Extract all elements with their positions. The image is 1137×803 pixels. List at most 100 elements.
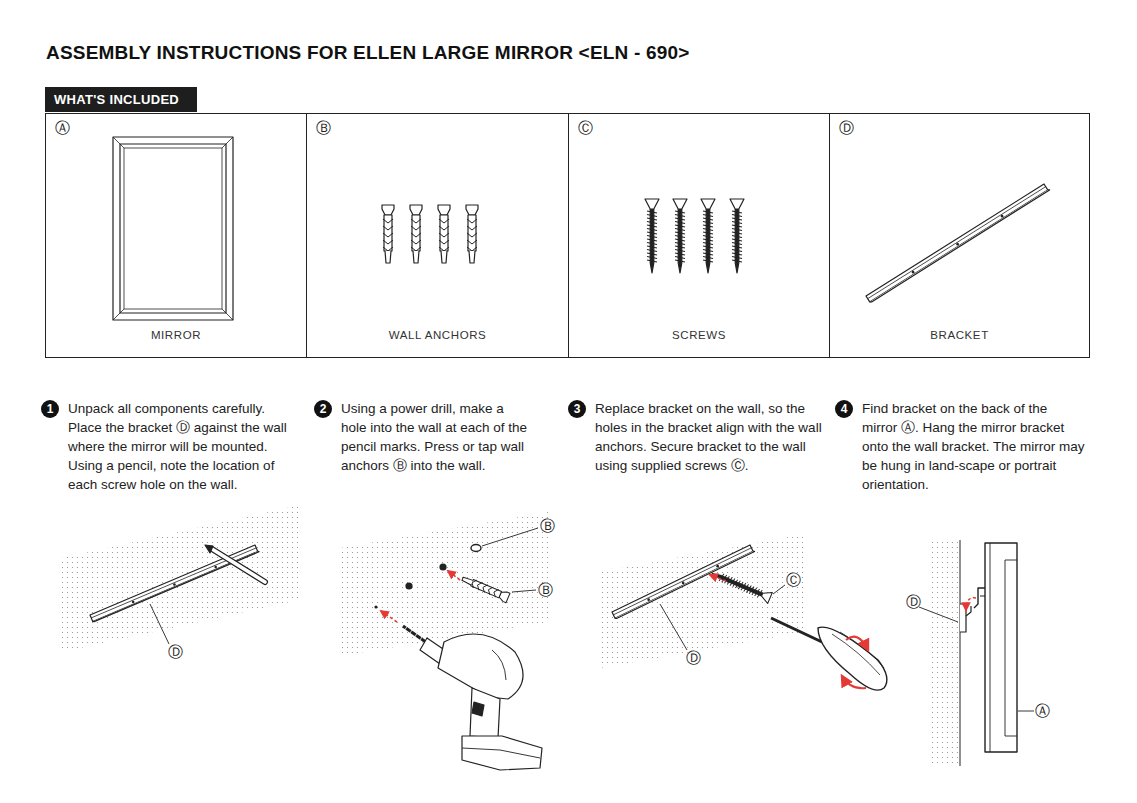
screwdriver-grip: [832, 634, 880, 675]
anchor-rib: [439, 219, 449, 223]
screw-thread: [675, 218, 685, 220]
wall-anchor: [438, 205, 450, 263]
leader-line: [1018, 711, 1034, 712]
parts-cell: ⒶMIRROR: [45, 113, 307, 358]
anchor-rib: [411, 226, 421, 230]
part-name: MIRROR: [46, 329, 306, 341]
screw-thread: [703, 246, 713, 248]
step-number: 3: [568, 400, 586, 418]
anchor-rib: [383, 247, 393, 251]
screw-thread: [647, 218, 657, 220]
anchor-tip: [469, 251, 475, 263]
pencil-mark: [374, 605, 377, 608]
drill-battery: [462, 736, 542, 770]
screw-head: [673, 199, 687, 209]
anchor-rib: [467, 247, 477, 251]
wall-anchor: [382, 205, 394, 263]
bracket-hole: [173, 583, 176, 586]
wall-anchor: [410, 205, 422, 263]
screw-thread: [732, 250, 742, 252]
anchor-tip: [441, 251, 447, 263]
mirror-bracket: [980, 596, 985, 597]
leader-line: [482, 528, 538, 546]
screw-thread: [647, 243, 657, 245]
step-number: 1: [41, 400, 59, 418]
part-name: SCREWS: [569, 329, 829, 341]
parts-cell: ⒷWALL ANCHORS: [306, 113, 569, 358]
parts-cell: ⒹBRACKET: [829, 113, 1090, 358]
screw-thread: [732, 211, 742, 213]
screw-thread: [732, 215, 742, 217]
bracket: [90, 545, 259, 622]
screw-thread: [647, 225, 657, 227]
anchor-rib: [383, 233, 393, 237]
drill-bit-flute: [419, 636, 423, 642]
step-block: 4Find bracket on the back of the mirror …: [835, 399, 1085, 494]
pencil-tip: [205, 545, 213, 553]
mirror-glass: [124, 148, 222, 309]
anchor-tip: [462, 576, 473, 585]
wall-texture: [340, 512, 548, 656]
anchor-rib: [439, 240, 449, 244]
step-number: 4: [835, 400, 853, 418]
screw-thread: [675, 232, 685, 234]
bracket-hole: [716, 565, 719, 568]
wall-texture: [600, 534, 805, 668]
anchor-tip: [413, 251, 419, 263]
screw-thread: [703, 229, 713, 231]
anchor-rib: [383, 226, 393, 230]
motion-arrow: [381, 611, 397, 622]
bracket-rail: [866, 184, 1048, 302]
callout-letter: Ⓓ: [906, 595, 921, 610]
bracket-lip: [870, 190, 1050, 302]
motion-arrow: [710, 575, 726, 581]
motion-arrow: [448, 571, 460, 580]
screw-thread: [703, 222, 713, 224]
drill-body-line: [492, 650, 506, 680]
anchor-rib: [467, 233, 477, 237]
anchor-rib: [439, 226, 449, 230]
screw-thread: [675, 222, 685, 224]
leader-line: [773, 585, 785, 594]
screwdriver-shaft: [771, 618, 822, 642]
screw-thread: [675, 243, 685, 245]
bracket-groove: [868, 187, 1046, 299]
parts-cell: ⒸSCREWS: [568, 113, 830, 358]
anchor-body: [440, 215, 448, 251]
screw-thread: [703, 260, 713, 262]
mirror-profile-line: [990, 543, 1017, 752]
anchor-rib: [439, 233, 449, 237]
screw-thread: [675, 257, 685, 259]
anchor-rib: [476, 581, 482, 590]
screw-thread: [675, 215, 685, 217]
anchor-body: [412, 215, 420, 251]
anchor-rib: [383, 240, 393, 244]
screw-head: [701, 199, 715, 209]
anchor-head: [438, 205, 450, 215]
pencil: [212, 549, 265, 582]
screw-thread: [732, 243, 742, 245]
anchor-rib: [467, 240, 477, 244]
screw-head: [645, 199, 659, 209]
screw-thread: [732, 232, 742, 234]
anchor-rib: [439, 247, 449, 251]
screw-thread: [675, 229, 685, 231]
drilled-hole: [439, 563, 446, 570]
screw-thread: [732, 222, 742, 224]
screw-thread: [647, 215, 657, 217]
screw-thread: [732, 239, 742, 241]
screw-thread: [647, 222, 657, 224]
leader-line: [660, 604, 687, 650]
wall-anchor: [466, 205, 478, 263]
section-band: WHAT'S INCLUDED: [45, 87, 197, 112]
step-text: Unpack all components carefully. Place t…: [68, 399, 299, 494]
screw-head: [730, 199, 744, 209]
anchor-rib: [411, 233, 421, 237]
screw-thread: [703, 232, 713, 234]
screw: [710, 568, 773, 604]
anchor-head: [382, 205, 394, 215]
anchor-tip: [385, 251, 391, 263]
screw-thread: [732, 246, 742, 248]
leader-line: [150, 604, 169, 644]
mirror-frame: [113, 137, 233, 320]
